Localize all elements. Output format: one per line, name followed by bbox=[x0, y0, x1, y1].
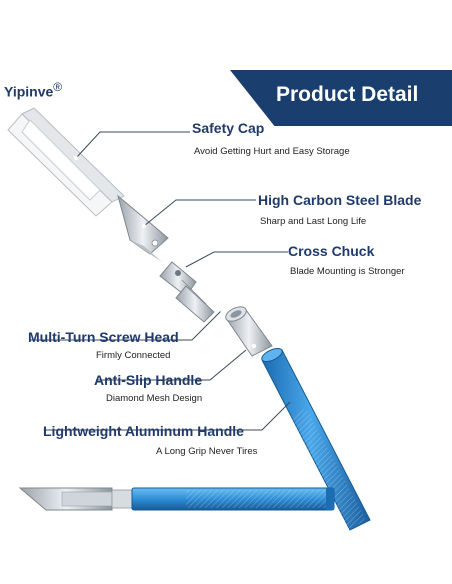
safety-cap-art bbox=[7, 107, 125, 217]
callout-safety-cap-title: Safety Cap bbox=[192, 120, 265, 136]
blade-art bbox=[117, 194, 169, 262]
callout-cross-chuck-desc: Blade Mounting is Stronger bbox=[290, 266, 405, 277]
leader-lines bbox=[30, 131, 291, 431]
handle-art bbox=[261, 348, 371, 531]
callout-blade-desc: Sharp and Last Long Life bbox=[260, 216, 367, 227]
banner-title: Product Detail bbox=[276, 83, 419, 106]
callout-aluminum-handle-desc: A Long Grip Never Tires bbox=[156, 446, 258, 457]
callout-safety-cap-desc: Avoid Getting Hurt and Easy Storage bbox=[194, 146, 350, 157]
brand-name: Yipinve bbox=[4, 83, 54, 100]
brand-registered-mark: ® bbox=[53, 80, 63, 94]
callout-screw-head-title: Multi-Turn Screw Head bbox=[28, 329, 179, 345]
screw-head-art bbox=[225, 306, 273, 357]
assembled-knife-art bbox=[18, 487, 335, 511]
brand-logo: Yipinve® bbox=[4, 80, 62, 100]
title-banner bbox=[230, 70, 452, 126]
cross-chuck-art bbox=[159, 261, 215, 323]
callout-blade-title: High Carbon Steel Blade bbox=[258, 192, 422, 208]
callout-anti-slip-title: Anti-Slip Handle bbox=[94, 372, 203, 388]
callout-screw-head-desc: Firmly Connected bbox=[96, 350, 171, 361]
callout-anti-slip-desc: Diamond Mesh Design bbox=[106, 393, 203, 404]
callout-cross-chuck-title: Cross Chuck bbox=[288, 243, 375, 259]
leader-dots bbox=[73, 155, 313, 399]
callout-aluminum-handle-title: Lightweight Aluminum Handle bbox=[43, 423, 244, 439]
